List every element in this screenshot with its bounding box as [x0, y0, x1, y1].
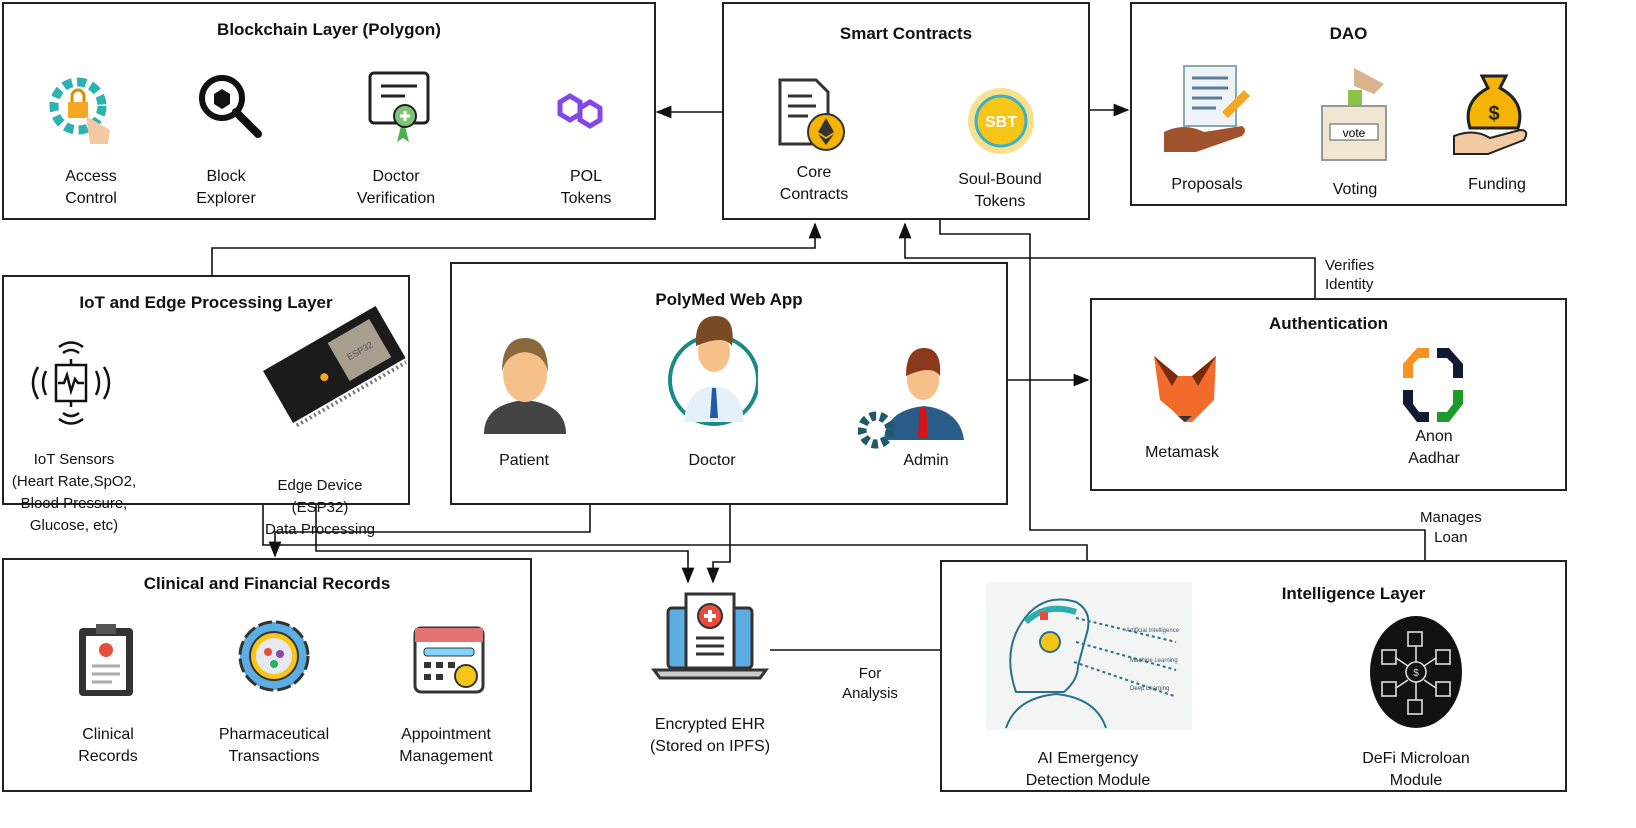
ehr-label: Encrypted EHR (Stored on IPFS)	[649, 716, 771, 755]
sbt-badge-text: SBT	[985, 114, 1017, 131]
ai-caption: Deep Learning	[1130, 686, 1170, 692]
intelligence-item-label: AI Emergency Detection Module	[1025, 750, 1151, 789]
ethereum-document-icon	[778, 78, 845, 151]
webapp-item-label: Admin	[903, 452, 949, 469]
gear-lock-hand-icon	[49, 77, 110, 144]
anon-aadhar-logo-icon	[1403, 348, 1463, 422]
webapp-box: PolyMed Web App Patient Doctor Admin	[450, 262, 1008, 505]
dao-item-label: Proposals	[1171, 176, 1243, 193]
patient-avatar-icon	[484, 338, 566, 434]
certificate-icon	[368, 71, 430, 142]
edge-doctor-to-ehr	[706, 505, 731, 584]
dao-title: DAO	[1329, 24, 1368, 43]
blockchain-item-label: POL Tokens	[560, 168, 612, 207]
pills-gear-icon	[238, 620, 310, 692]
svg-text:$: $	[1488, 103, 1499, 125]
webapp-item-label: Doctor	[688, 452, 736, 469]
clinical-records-title: Clinical and Financial Records	[143, 574, 391, 593]
sbt-badge-icon: SBT	[968, 88, 1034, 154]
magnifier-block-icon	[199, 75, 262, 138]
metamask-fox-icon	[1154, 356, 1216, 422]
polygon-logo-icon	[557, 93, 603, 129]
smart-contracts-item-label: Soul-Bound Tokens	[958, 171, 1042, 210]
clinical-item-label: Clinical Records	[78, 726, 138, 765]
esp32-board-icon: ESP32	[263, 306, 407, 427]
laptop-medical-record-icon	[651, 592, 769, 680]
webapp-item-label: Patient	[499, 452, 549, 469]
vote-badge-text: vote	[1343, 126, 1366, 140]
iot-item-label: IoT Sensors (Heart Rate,SpO2, Blood Pres…	[11, 451, 137, 534]
svg-text:$: $	[1413, 668, 1419, 679]
smart-contracts-title: Smart Contracts	[839, 24, 973, 43]
auth-item-label: Metamask	[1145, 444, 1219, 461]
blockchain-item-label: Access Control	[65, 168, 117, 207]
blockchain-item-label: Block Explorer	[196, 168, 256, 207]
ballot-box-icon: vote	[1321, 68, 1387, 161]
label-manages-loan: Manages Loan	[1420, 509, 1482, 546]
webapp-title: PolyMed Web App	[655, 290, 803, 309]
clinical-item-label: Pharmaceutical Transactions	[218, 726, 330, 765]
intelligence-layer-box: Intelligence Layer Artificial Intelligen…	[940, 560, 1567, 792]
dao-box: DAO Proposals vote Voting $ Funding	[1130, 2, 1567, 206]
ai-caption: Artificial Intelligence	[1126, 628, 1180, 634]
blockchain-item-label: Doctor Verification	[356, 168, 436, 207]
intelligence-item-label: DeFi Microloan Module	[1362, 750, 1470, 789]
doctor-avatar-icon	[668, 316, 758, 426]
ai-caption: Machine Learning	[1130, 658, 1178, 664]
clipboard-icon	[79, 624, 133, 696]
sensor-icon	[31, 341, 111, 425]
proposal-hand-icon	[1164, 65, 1250, 152]
smart-contracts-item-label: Core Contracts	[779, 164, 849, 203]
auth-item-label: Anon Aadhar	[1408, 428, 1460, 467]
iot-layer-title: IoT and Edge Processing Layer	[79, 293, 333, 312]
dao-item-label: Funding	[1468, 176, 1526, 193]
ai-head-icon: Artificial Intelligence Machine Learning…	[986, 582, 1192, 730]
authentication-title: Authentication	[1269, 314, 1388, 333]
authentication-box: Authentication Metamask Anon Aadhar	[1090, 298, 1567, 491]
iot-layer-box: IoT and Edge Processing Layer IoT Sensor…	[2, 275, 410, 538]
blockchain-layer-title: Blockchain Layer (Polygon)	[217, 20, 441, 39]
blockchain-layer-box: Blockchain Layer (Polygon) Access Contro…	[2, 2, 656, 220]
intelligence-layer-title: Intelligence Layer	[1281, 584, 1426, 603]
label-for-analysis: For Analysis	[842, 665, 898, 702]
clinical-records-box: Clinical and Financial Records Clinical …	[2, 558, 532, 792]
dao-item-label: Voting	[1332, 181, 1378, 198]
label-verifies-identity: Verifies Identity	[1325, 257, 1375, 293]
money-bag-hand-icon: $	[1453, 74, 1528, 155]
clinical-item-label: Appointment Management	[399, 726, 493, 765]
calendar-phone-icon	[413, 626, 485, 694]
admin-avatar-icon	[858, 348, 964, 449]
iot-item-label: Edge Device (ESP32) Data Processing	[264, 477, 376, 538]
blockchain-network-dollar-icon: $	[1370, 616, 1462, 728]
smart-contracts-box: Smart Contracts Core Contracts SBT Soul-…	[722, 2, 1090, 220]
